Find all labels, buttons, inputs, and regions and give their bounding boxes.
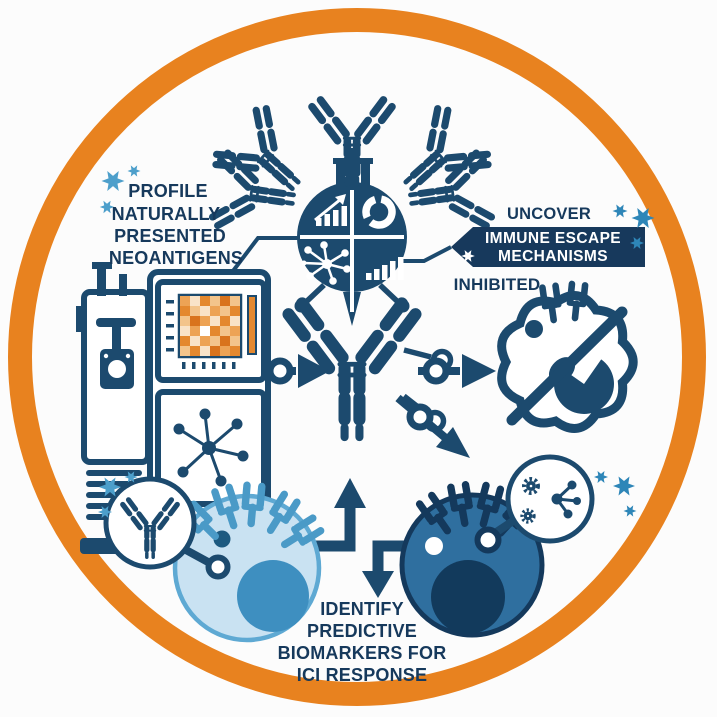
arrow-to-dark-cell [395,394,470,458]
connector-lines [231,236,452,273]
magnifier-pathway-icon [474,454,595,554]
arrow-to-inhibited [418,354,496,388]
starburst-icon [612,204,628,218]
profile-label: PROFILE [128,181,208,201]
molecule-icon [551,480,581,519]
biomarkers-label: BIOMARKERS FOR [277,643,447,663]
starburst-icon [594,470,608,484]
heatmap-cells [180,296,240,356]
heatmap-colorbar [247,295,257,355]
analytics-hub-icon [294,148,454,433]
ici-response-label: ICI RESPONSE [296,665,428,685]
starburst-icon [613,476,635,496]
predictive-label: PREDICTIVE [306,621,418,641]
orange-ring [8,8,706,706]
gear-icon [520,508,536,524]
immune-escape-banner [451,227,645,267]
uncover-label: UNCOVER [507,205,591,223]
mechanisms-label: MECHANISMS [498,248,608,265]
identify-label: IDENTIFY [320,599,404,619]
arrow-ms-to-antibody [266,354,330,388]
bar-chart-icon [366,257,404,280]
tumor-nucleus [553,359,614,414]
starburst-cluster-bottom-right [594,470,637,517]
magnifier-antibody-icon [103,476,231,580]
immune-escape-label: IMMUNE ESCAPE [484,230,622,247]
presented-label: PRESENTED [114,226,226,246]
t-cell-dark-icon [399,454,595,638]
heatmap-screen [155,279,267,383]
exchange-arrows [312,478,404,598]
inhibited-label: INHIBITED [453,275,541,294]
starburst-icon [623,505,637,517]
trend-chart-icon [314,194,347,226]
starburst-icon [101,171,125,191]
starburst-icon [127,165,141,177]
prohibition-slash [506,306,628,426]
flow-arrows [266,354,496,598]
neoantigens-label: NEOANTIGENS [108,248,244,268]
network-chart-icon [301,241,351,285]
gear-icon [522,477,540,495]
t-cell-light-icon [103,476,321,643]
inhibited-tumor-cell-icon [497,284,638,433]
naturally-label: NATURALLY [111,204,221,224]
